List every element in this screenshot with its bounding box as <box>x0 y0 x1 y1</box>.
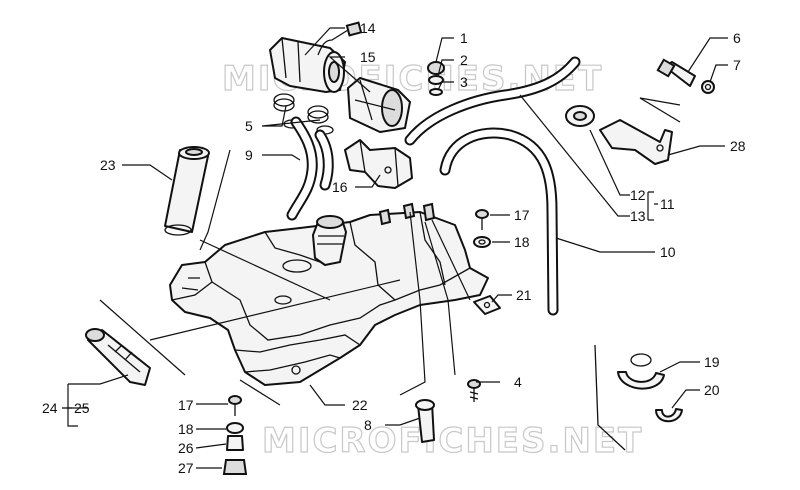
callout-15: 15 <box>360 49 376 65</box>
bolt <box>656 58 696 87</box>
nut <box>701 80 715 94</box>
callout-11: 11 <box>660 196 675 212</box>
callout-18-right: 18 <box>514 234 530 250</box>
callout-25: 25 <box>74 400 90 416</box>
range-bracket-11 <box>648 191 658 221</box>
callout-12: 12 <box>630 187 646 203</box>
drain-plug <box>415 399 435 443</box>
bolt-right <box>475 209 489 230</box>
callout-26: 26 <box>178 440 194 456</box>
callout-labels: 1 2 3 4 5 6 7 8 9 10 11 12 13 14 15 16 1… <box>42 20 746 476</box>
pump-bracket <box>344 139 413 189</box>
screw <box>467 379 481 402</box>
callout-17-left: 17 <box>178 397 194 413</box>
callout-17-right: 17 <box>514 207 530 223</box>
callout-9: 9 <box>245 147 253 163</box>
leader-lines <box>67 27 728 469</box>
callout-6: 6 <box>733 30 741 46</box>
callout-5: 5 <box>245 118 253 134</box>
fuel-tank <box>169 202 489 386</box>
inset-frame <box>594 97 681 451</box>
callout-14: 14 <box>360 20 376 36</box>
callout-3: 3 <box>460 74 468 90</box>
callout-8: 8 <box>364 417 372 433</box>
callout-24: 24 <box>42 400 58 416</box>
callout-1: 1 <box>460 30 468 46</box>
callout-23: 23 <box>100 157 116 173</box>
filler-cap <box>312 215 347 266</box>
fuel-pump <box>269 21 363 93</box>
vent-hose <box>439 127 559 316</box>
callout-19: 19 <box>704 354 720 370</box>
callout-27: 27 <box>178 460 194 476</box>
clip-nut <box>473 295 501 315</box>
callout-22: 22 <box>352 397 368 413</box>
short-fuel-hose <box>286 116 334 221</box>
callout-28: 28 <box>730 138 746 154</box>
callout-21: 21 <box>516 287 532 303</box>
grommet-stack <box>427 61 445 96</box>
callout-7: 7 <box>733 57 741 73</box>
callout-10: 10 <box>660 244 676 260</box>
level-sender <box>164 146 210 236</box>
clip-large <box>617 353 665 390</box>
pump-damper <box>347 77 411 133</box>
clip-small <box>655 408 683 423</box>
washer-right <box>473 236 491 248</box>
callout-4: 4 <box>514 374 522 390</box>
fuel-tap <box>85 328 151 386</box>
mount-bracket <box>599 97 681 165</box>
callout-16: 16 <box>332 179 348 195</box>
callout-2: 2 <box>460 52 468 68</box>
fastener-stack-left <box>222 395 248 475</box>
callout-20: 20 <box>704 382 720 398</box>
watermark-bottom: MICROFICHES.NET <box>262 421 643 461</box>
callout-18-left: 18 <box>178 421 194 437</box>
fuel-hose-upper <box>404 56 581 146</box>
bushing <box>565 105 595 127</box>
callout-13: 13 <box>630 208 646 224</box>
